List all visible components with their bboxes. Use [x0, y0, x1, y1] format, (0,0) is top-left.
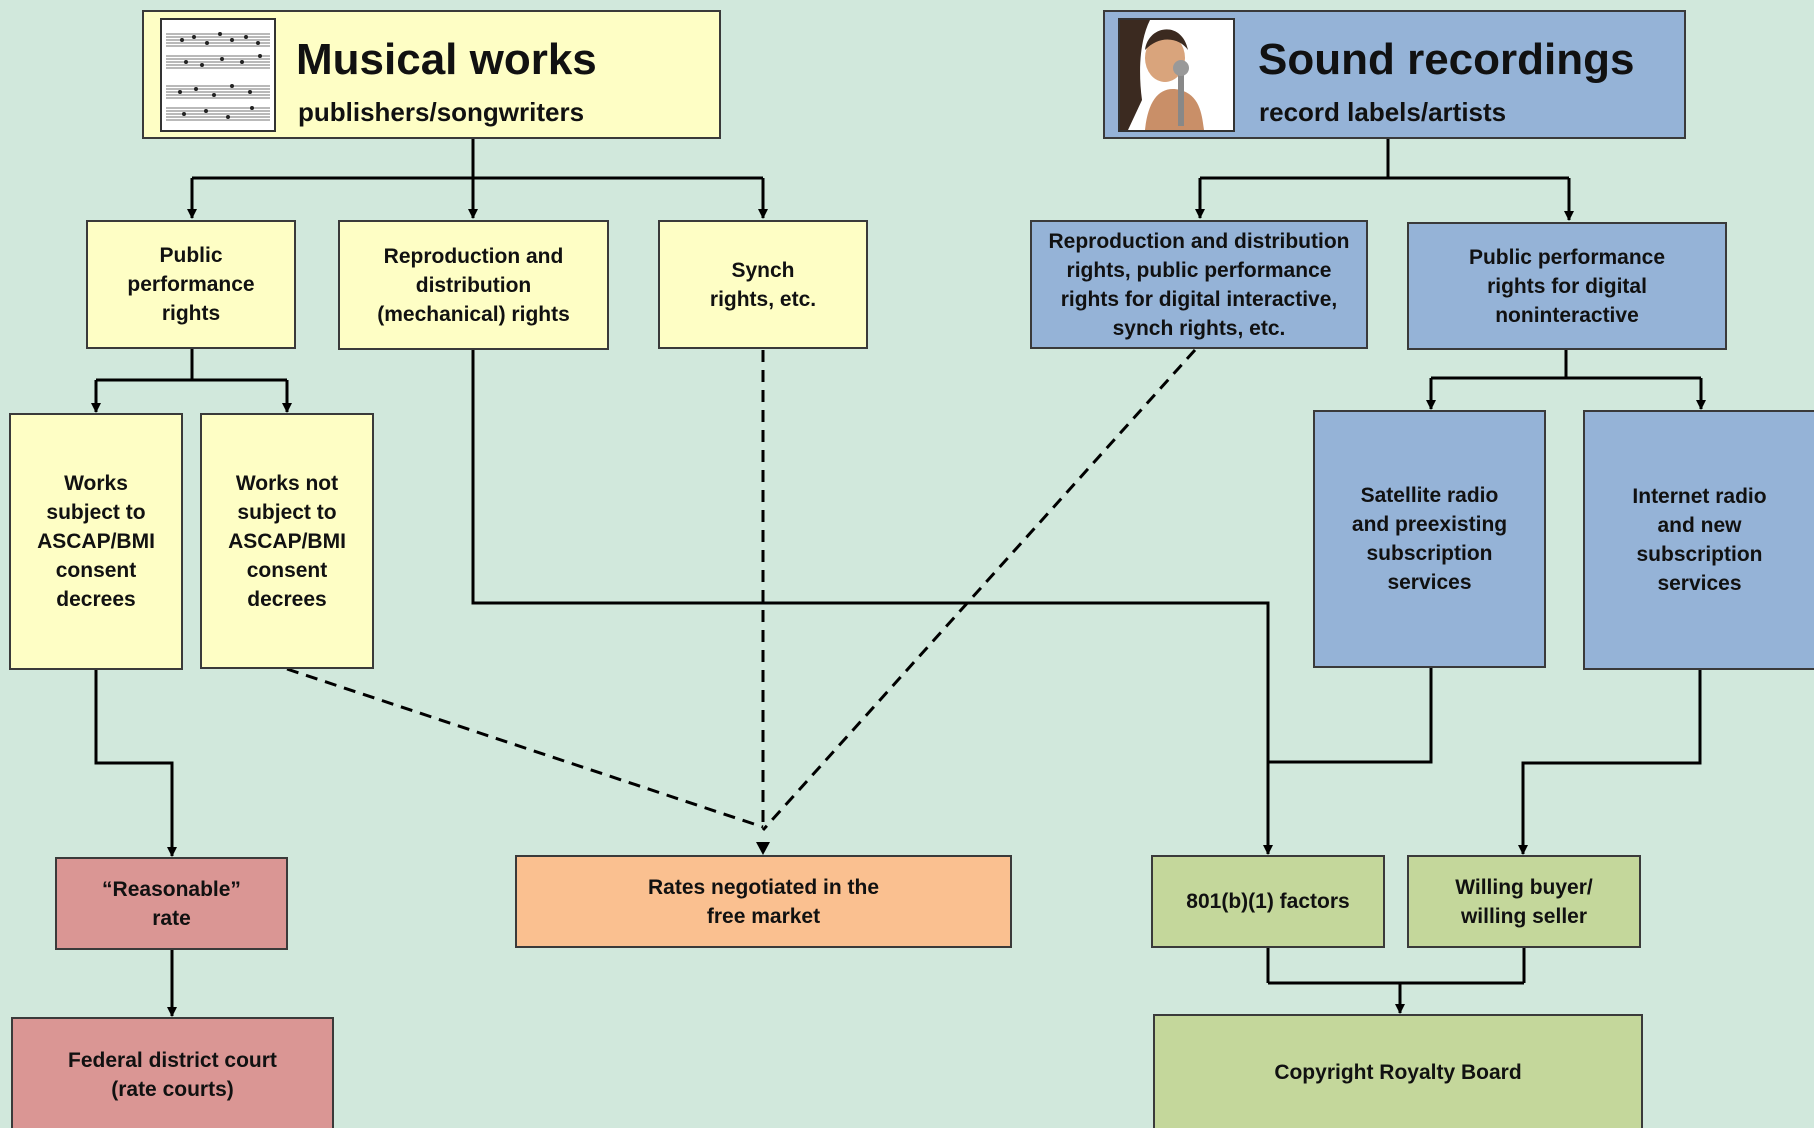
musical-works-title: Musical works	[296, 35, 597, 84]
musical-works-subtitle: publishers/songwriters	[298, 97, 585, 127]
synch-rights-box: Synch rights, etc.	[658, 220, 868, 349]
public-performance-digital-noninteractive-box: Public performance rights for digital no…	[1407, 222, 1727, 350]
arrow-mechanical-to-801b1	[471, 350, 1273, 855]
satellite-radio-box: Satellite radio and preexisting subscrip…	[1313, 410, 1546, 668]
sound-recordings-subtitle: record labels/artists	[1259, 97, 1507, 127]
repro-digital-interactive-box: Reproduction and distribution rights, pu…	[1030, 220, 1368, 349]
copyright-royalty-board-box: Copyright Royalty Board	[1153, 1014, 1643, 1128]
works-subject-consent-box: Works subject to ASCAP/BMI consent decre…	[9, 413, 183, 670]
reasonable-rate-box: “Reasonable” rate	[55, 857, 288, 950]
musical-works-header: Musical works publishers/songwriters	[142, 10, 721, 139]
arrowhead-to-market	[756, 842, 770, 855]
dashed-works-not-subject-to-market	[286, 667, 764, 829]
line-satellite-to-801b1	[1268, 667, 1433, 764]
factors-801b1-box: 801(b)(1) factors	[1151, 855, 1385, 948]
free-market-rates-box: Rates negotiated in the free market	[515, 855, 1012, 948]
reproduction-mechanical-rights-box: Reproduction and distribution (mechanica…	[338, 220, 609, 350]
works-not-subject-consent-box: Works not subject to ASCAP/BMI consent d…	[200, 413, 374, 669]
federal-district-court-box: Federal district court (rate courts)	[11, 1017, 334, 1128]
public-performance-rights-box: Public performance rights	[86, 220, 296, 349]
dashed-repro-digital-to-market	[761, 348, 1197, 832]
internet-radio-box: Internet radio and new subscription serv…	[1583, 410, 1814, 670]
sound-recordings-title: Sound recordings	[1258, 35, 1635, 84]
willing-buyer-seller-box: Willing buyer/ willing seller	[1407, 855, 1641, 948]
sound-recordings-header: Sound recordings record labels/artists	[1103, 10, 1686, 139]
sheet-music-image	[160, 18, 276, 132]
arrow-internet-to-willing-buyer	[1518, 670, 1702, 855]
arrow-to-reasonable-rate	[94, 669, 177, 857]
singer-photo	[1118, 18, 1235, 132]
